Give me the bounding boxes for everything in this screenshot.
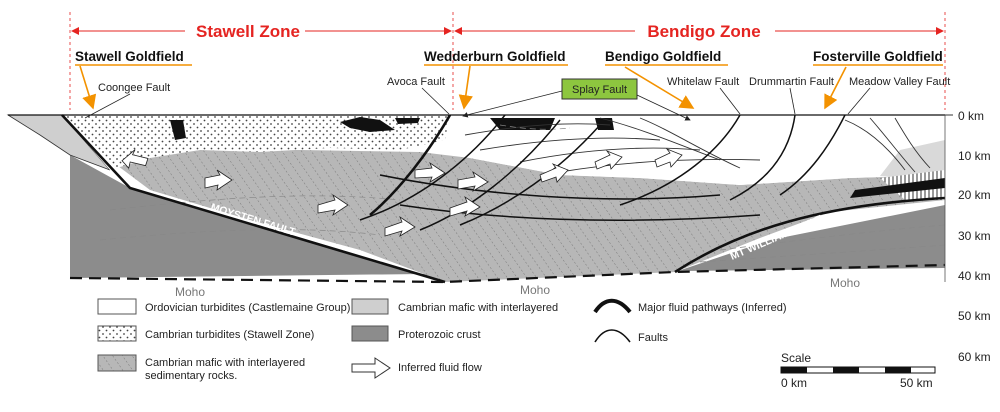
black-body-2 — [340, 117, 395, 132]
label-avoca-fault: Avoca Fault — [387, 76, 445, 88]
label-whitelaw-fault: Whitelaw Fault — [667, 76, 739, 88]
moho-label-right: Moho — [830, 276, 860, 290]
depth-tick-10: 10 km — [958, 149, 991, 163]
legend-label-faults: Faults — [638, 332, 668, 344]
meadow-valley-fault-line — [779, 114, 846, 196]
coongee-fault-line — [61, 114, 446, 284]
legend-label-ordovician: Ordovician turbidites (Castlemaine Group… — [145, 302, 350, 314]
label-coongee-fault: Coongee Fault — [98, 82, 170, 94]
legend-swatch-cambrian-turbidites — [97, 325, 137, 342]
legend-swatch-ordovician — [97, 298, 137, 315]
legend-label-cambrian-mafic: Cambrian mafic with interlayered — [398, 302, 558, 314]
legend-label-proterozoic: Proterozoic crust — [398, 329, 481, 341]
splay-fault-2 — [419, 119, 561, 231]
fluid-flow-arrows — [121, 148, 683, 237]
label-meadow-valley-fault: Meadow Valley Fault — [849, 76, 950, 88]
legend-label-fluid-flow: Inferred fluid flow — [398, 362, 482, 374]
depth-axis: 0 km 10 km 20 km 30 km 40 km 50 km 60 km — [945, 109, 991, 364]
stawell-turbidites — [62, 115, 450, 170]
scale-start: 0 km — [781, 376, 807, 390]
whitelaw-fault-line — [619, 114, 741, 206]
legend-label-cambrian-turbidites: Cambrian turbidites (Stawell Zone) — [145, 329, 314, 341]
mafic-sedimentary-wedge — [110, 150, 945, 282]
zone-bar: Stawell Zone Bendigo Zone — [69, 12, 946, 110]
legend-major-pathway-icon — [593, 298, 632, 314]
splay-fault-box — [561, 78, 638, 100]
goldfield-labels: Stawell Goldfield Wedderburn Goldfield B… — [75, 49, 943, 66]
scale-title: Scale — [781, 351, 811, 365]
legend-swatch-proterozoic — [351, 325, 389, 342]
legend-fluid-flow-arrow-icon — [351, 357, 391, 379]
mt-william-fault-line — [674, 196, 946, 274]
moho-labels: Moho Moho Moho — [175, 276, 860, 299]
goldfield-stawell: Stawell Goldfield — [75, 49, 184, 64]
black-body-5 — [595, 118, 614, 130]
goldfield-wedderburn: Wedderburn Goldfield — [424, 49, 566, 64]
goldfield-fosterville: Fosterville Goldfield — [813, 49, 943, 64]
splay-fault-3 — [459, 124, 601, 226]
goldfield-pointers — [79, 65, 847, 110]
label-drummartin-fault: Drummartin Fault — [749, 76, 834, 88]
zone-label-stawell: Stawell Zone — [196, 22, 300, 41]
moho-label-center: Moho — [520, 283, 550, 297]
scale-end: 50 km — [900, 376, 933, 390]
zone-label-bendigo: Bendigo Zone — [647, 22, 760, 41]
black-body-4 — [490, 118, 555, 130]
black-body-1 — [170, 120, 186, 140]
right-mafic-light — [880, 140, 945, 178]
legend-swatch-cambrian-mafic-sed — [97, 354, 137, 372]
depth-tick-50: 50 km — [958, 309, 991, 323]
depth-tick-20: 20 km — [958, 188, 991, 202]
label-splay-fault: Splay Fault — [572, 84, 627, 96]
drummartin-fault-line — [729, 114, 796, 201]
legend-faults-icon — [594, 329, 631, 343]
depth-tick-30: 30 km — [958, 229, 991, 243]
legend-label-cambrian-mafic-sed-2: sedimentary rocks. — [145, 370, 237, 382]
splay-fault-1 — [359, 114, 506, 221]
depth-tick-60: 60 km — [958, 350, 991, 364]
legend: Ordovician turbidites (Castlemaine Group… — [97, 298, 787, 382]
scale-bar: Scale 0 km 50 km — [780, 351, 936, 390]
depth-tick-40: 40 km — [958, 269, 991, 283]
black-body-3 — [395, 118, 420, 124]
legend-label-cambrian-mafic-sed-1: Cambrian mafic with interlayered — [145, 357, 305, 369]
legend-label-major-pathways: Major fluid pathways (Inferred) — [638, 302, 787, 314]
legend-swatch-cambrian-mafic — [351, 298, 389, 315]
cross-section — [6, 114, 946, 284]
depth-tick-0: 0 km — [958, 109, 984, 123]
goldfield-bendigo: Bendigo Goldfield — [605, 49, 721, 64]
moho-label-left: Moho — [175, 285, 205, 299]
proterozoic-crust — [70, 155, 945, 278]
black-band-right — [850, 178, 945, 198]
